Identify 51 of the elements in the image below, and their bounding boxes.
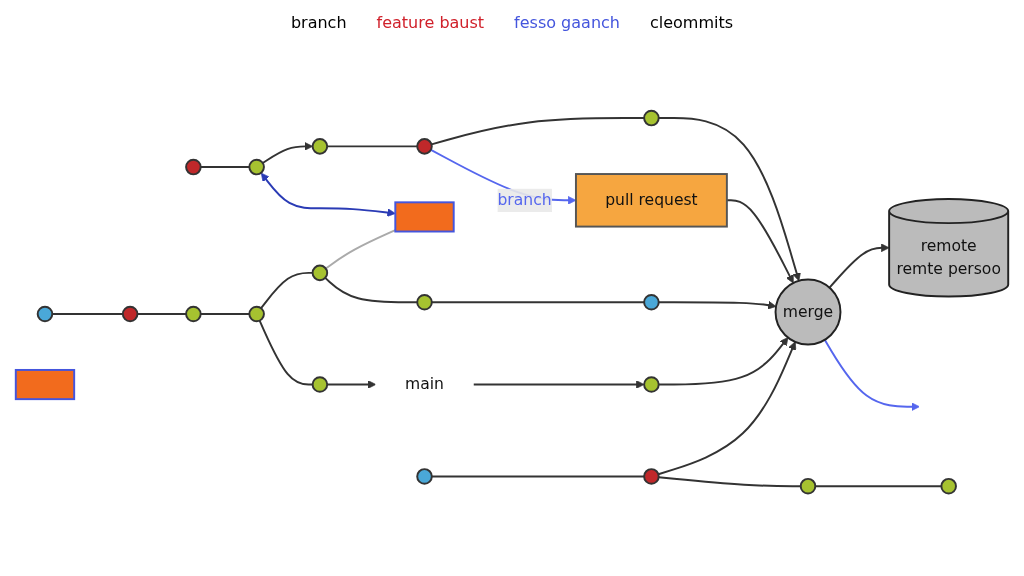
- arrow: [657, 337, 789, 386]
- node-circle: [416, 137, 433, 155]
- connector: [136, 312, 188, 315]
- arrow: [828, 243, 890, 289]
- arrow: [657, 116, 801, 282]
- node-circle: [311, 264, 329, 281]
- node-circle: [248, 305, 265, 323]
- node-circle: [311, 137, 329, 155]
- connector: [199, 312, 251, 315]
- node-circle: [185, 305, 202, 323]
- connector: [430, 116, 646, 146]
- arrow: [472, 380, 645, 389]
- connector: [51, 312, 124, 315]
- arrow: [823, 338, 920, 411]
- node-circle: [799, 477, 817, 495]
- node-circle: [36, 305, 54, 323]
- node-circle: [185, 158, 202, 176]
- node-circle: [940, 477, 957, 495]
- arrow: [261, 141, 313, 164]
- node-circle: [416, 468, 433, 485]
- node-circle: [416, 293, 433, 311]
- node-circle: [121, 305, 139, 323]
- node-circle: [643, 468, 660, 485]
- connector: [430, 301, 646, 304]
- connector: [260, 271, 314, 310]
- node-circle: [643, 293, 660, 311]
- connector: [326, 145, 419, 148]
- connector: [657, 476, 802, 487]
- node-text: main: [405, 374, 444, 394]
- node-circle: [311, 376, 329, 393]
- node-circle: [248, 158, 265, 176]
- edge-label: branch: [497, 190, 552, 209]
- arrow: [326, 380, 377, 389]
- connector: [430, 475, 646, 478]
- node-circle: merge: [774, 278, 842, 346]
- text-label: branch: [290, 12, 347, 32]
- connector: [199, 165, 251, 168]
- node-box: [14, 368, 76, 400]
- text-label: fesso gaanch: [514, 12, 620, 32]
- text-label: feature baust: [376, 12, 485, 32]
- arrow: [657, 341, 797, 476]
- connector: [258, 319, 314, 386]
- connector: [814, 485, 943, 487]
- arrow: [657, 300, 777, 310]
- node-circle: [643, 376, 660, 393]
- node-box: pull request: [574, 172, 728, 228]
- node-circle: [643, 109, 660, 127]
- text-label: cleommits: [649, 12, 734, 32]
- node-box: [394, 201, 455, 233]
- arrow: [260, 172, 396, 217]
- connector: [324, 276, 419, 304]
